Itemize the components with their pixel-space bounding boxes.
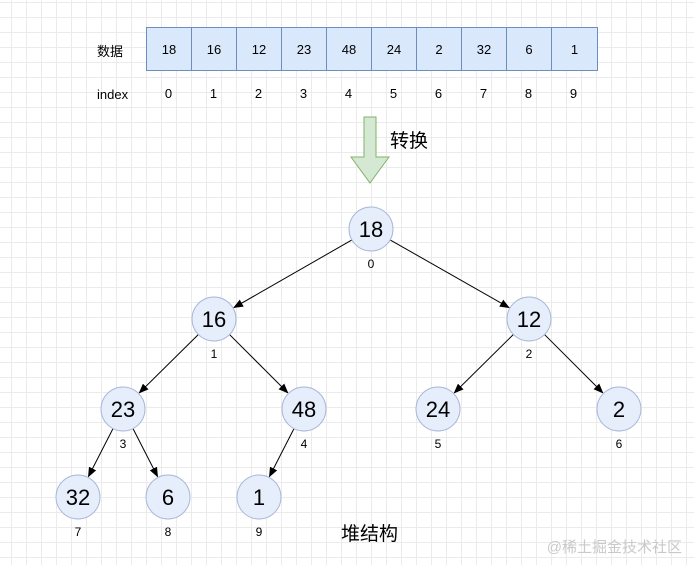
heap-node <box>281 386 327 432</box>
heap-node-index: 3 <box>120 437 127 451</box>
heap-node <box>596 386 642 432</box>
array-indices: 0 1 2 3 4 5 6 7 8 9 <box>146 86 596 101</box>
heap-edge <box>269 428 295 478</box>
array-index: 7 <box>479 86 488 101</box>
array-values: 18 16 12 23 48 24 2 32 6 1 <box>146 27 598 71</box>
array-index: 8 <box>524 86 533 101</box>
array-index: 3 <box>299 86 308 101</box>
heap-node-index: 4 <box>301 437 308 451</box>
convert-arrow-icon <box>350 116 390 184</box>
heap-node-value: 1 <box>253 485 265 510</box>
array-index: 5 <box>389 86 398 101</box>
heap-node <box>348 206 394 252</box>
heap-node-index: 6 <box>616 437 623 451</box>
heap-node-index: 5 <box>435 437 442 451</box>
heap-node-value: 18 <box>359 217 383 242</box>
index-row-label: index <box>97 87 129 102</box>
heap-node-index: 2 <box>526 347 533 361</box>
heap-node-value: 23 <box>111 397 135 422</box>
array-index: 1 <box>209 86 218 101</box>
heap-node <box>506 296 552 342</box>
heap-edge <box>88 428 114 478</box>
array-index: 4 <box>344 86 353 101</box>
array-index: 2 <box>254 86 263 101</box>
heap-node <box>100 386 146 432</box>
convert-label: 转换 <box>390 131 429 152</box>
array-cell: 24 <box>372 28 417 70</box>
heap-node <box>415 386 461 432</box>
heap-node-value: 6 <box>162 485 174 510</box>
values-row-label: 数据 <box>97 44 124 59</box>
array-index: 9 <box>569 86 578 101</box>
array-index: 6 <box>434 86 443 101</box>
heap-node-value: 16 <box>202 307 226 332</box>
heap-node-value: 2 <box>613 397 625 422</box>
heap-edge <box>389 239 510 309</box>
array-cell: 2 <box>417 28 462 70</box>
array-cell: 23 <box>282 28 327 70</box>
heap-node-index: 1 <box>211 347 218 361</box>
array-cell: 18 <box>147 28 192 70</box>
array-cell: 48 <box>327 28 372 70</box>
array-index: 0 <box>164 86 173 101</box>
heap-node-index: 9 <box>256 525 263 539</box>
heap-node-index: 8 <box>165 525 172 539</box>
heap-edge <box>544 334 604 394</box>
heap-edge <box>453 334 514 394</box>
heap-edge <box>138 334 199 394</box>
heap-edge <box>233 239 353 309</box>
heap-node <box>55 474 101 520</box>
heap-node-value: 32 <box>66 485 90 510</box>
array-cell: 32 <box>462 28 507 70</box>
heap-node <box>145 474 191 520</box>
array-cell: 16 <box>192 28 237 70</box>
heap-node-index: 0 <box>368 257 375 271</box>
heap-node <box>191 296 237 342</box>
array-cell: 1 <box>552 28 597 70</box>
heap-node <box>236 474 282 520</box>
array-cell: 12 <box>237 28 282 70</box>
heap-node-value: 24 <box>426 397 450 422</box>
watermark: @稀土掘金技术社区 <box>546 539 682 556</box>
array-cell: 6 <box>507 28 552 70</box>
heap-caption: 堆结构 <box>341 524 399 545</box>
heap-node-value: 48 <box>292 397 316 422</box>
heap-node-index: 7 <box>75 525 82 539</box>
heap-edge <box>132 428 158 478</box>
heap-edge <box>229 334 289 394</box>
heap-node-value: 12 <box>517 307 541 332</box>
